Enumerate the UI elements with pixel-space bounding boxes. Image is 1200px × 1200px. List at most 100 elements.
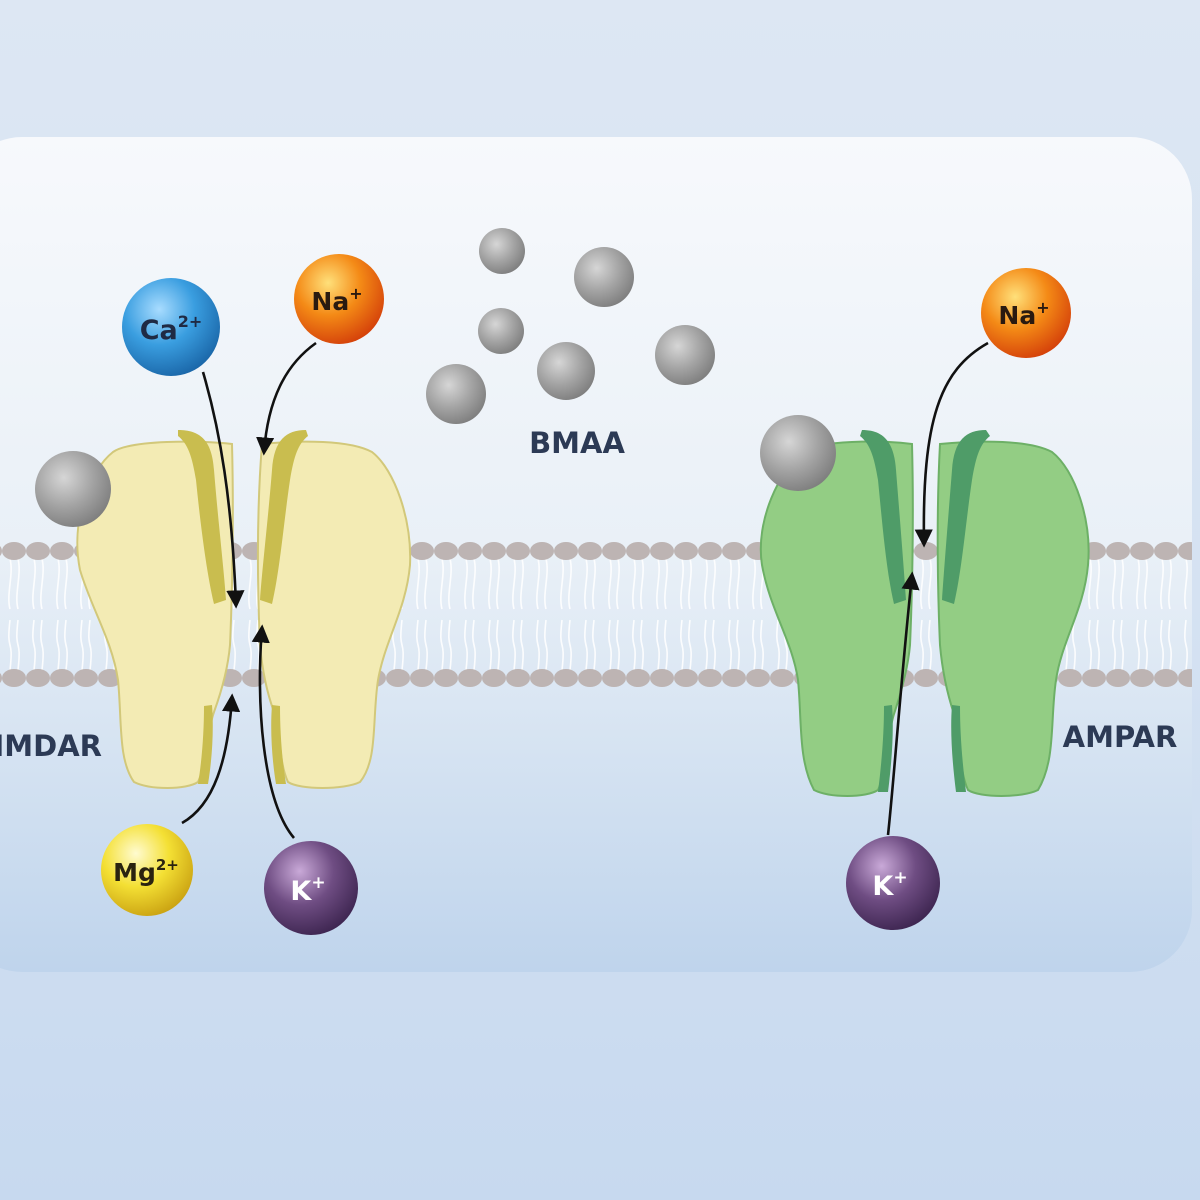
lipid-tail	[32, 619, 36, 671]
arrow-k-out-ampar	[886, 571, 920, 836]
lipid-head	[602, 669, 626, 687]
bmaa-label: BMAA	[529, 426, 625, 460]
lipid-tail	[640, 558, 644, 610]
nmdar-lower-stripe-right	[271, 705, 286, 784]
lipid-tail	[1160, 619, 1164, 671]
lipid-tail	[248, 619, 252, 671]
ion-charge: 2+	[156, 856, 179, 874]
lipid-head	[74, 669, 98, 687]
lipid-tail	[568, 619, 572, 671]
lipid-tail	[488, 619, 492, 671]
lipid-tail	[32, 558, 36, 610]
ampar-pore-stripe-left	[860, 430, 906, 604]
lipid-head	[410, 542, 434, 560]
lipid-tail	[664, 619, 668, 671]
lipid-head	[1178, 669, 1192, 687]
lipid-tail	[688, 619, 692, 671]
ion-mg-nmdar: Mg2+	[101, 824, 193, 916]
lipid-tail	[680, 558, 684, 610]
lipid-tail	[656, 619, 660, 671]
lipid-head	[458, 669, 482, 687]
ampar-pore-stripe-right	[942, 430, 990, 604]
ion-charge: +	[311, 873, 325, 893]
lipid-head	[482, 669, 506, 687]
lipid-tail	[712, 558, 716, 610]
lipid-head	[434, 669, 458, 687]
lipid-tail	[568, 558, 572, 610]
lipid-head	[770, 669, 794, 687]
lipid-tail	[1160, 558, 1164, 610]
lipid-tail	[472, 558, 476, 610]
arrow-mg-into-nmdar	[181, 693, 241, 825]
lipid-tail	[88, 619, 92, 671]
lipid-head	[1154, 542, 1178, 560]
lipid-tail	[1184, 558, 1188, 610]
lipid-tail	[1193, 559, 1195, 609]
lipid-tail	[616, 619, 620, 671]
lipid-tail	[920, 558, 924, 610]
lipid-tail	[592, 558, 596, 610]
ion-ca-nmdar: Ca2+	[122, 278, 220, 376]
ion-charge: +	[1036, 298, 1049, 317]
lipid-tail	[400, 619, 404, 671]
lipid-tail	[760, 619, 764, 671]
lipid-tail	[56, 558, 60, 610]
lipid-head	[626, 542, 650, 560]
lipid-tail	[584, 558, 588, 610]
bmaa-molecule	[574, 247, 634, 307]
lipid-head	[26, 669, 50, 687]
lipid-head	[626, 669, 650, 687]
ion-symbol: Na	[998, 301, 1036, 330]
lipid-tail	[1144, 558, 1148, 610]
lipid-tail	[920, 619, 924, 671]
lipid-tail	[688, 558, 692, 610]
lipid-tail	[40, 619, 44, 671]
k-ion-icon	[846, 836, 940, 930]
nmdar-pore-stripe-right	[260, 430, 308, 604]
lipid-head	[722, 669, 746, 687]
lipid-tail	[584, 619, 588, 671]
nmdar-lower-stripe-left	[198, 705, 213, 784]
lipid-tail	[1072, 619, 1076, 671]
lipid-head	[1130, 542, 1154, 560]
lipid-tail	[608, 558, 612, 610]
lipid-tail	[928, 619, 932, 671]
lipid-tail	[416, 558, 420, 610]
lipid-tail	[1136, 558, 1140, 610]
lipid-head	[914, 669, 938, 687]
lipid-head	[530, 669, 554, 687]
lipid-tail	[1096, 558, 1100, 610]
bmaa-molecule	[479, 228, 525, 274]
lipid-head	[674, 669, 698, 687]
lipid-tail	[632, 558, 636, 610]
ampar-right-subunit	[936, 440, 1090, 797]
lipid-tail	[536, 558, 540, 610]
k-ion-icon	[264, 841, 358, 935]
lipid-tail	[736, 558, 740, 610]
lipid-tail	[704, 619, 708, 671]
lipid-tail	[592, 619, 596, 671]
lipid-head	[1178, 542, 1192, 560]
lipid-head	[1106, 669, 1130, 687]
lipid-tail	[496, 619, 500, 671]
lipid-head	[530, 542, 554, 560]
lipid-tail	[424, 619, 428, 671]
lipid-tail	[544, 558, 548, 610]
lipid-tail	[8, 619, 12, 671]
lipid-head	[554, 669, 578, 687]
lipid-tail	[496, 558, 500, 610]
ampar-receptor	[759, 430, 1090, 797]
svg-text:K+: K+	[872, 868, 907, 902]
lipid-tail	[16, 619, 20, 671]
lipid-head	[698, 542, 722, 560]
svg-text:Na+: Na+	[998, 298, 1049, 330]
lipid-tail	[248, 558, 252, 610]
bmaa-bound-ampar	[760, 415, 836, 491]
lipid-tail	[640, 619, 644, 671]
ion-charge: 2+	[178, 312, 203, 331]
lipid-tail	[728, 558, 732, 610]
lipid-tail	[1096, 619, 1100, 671]
lipid-tail	[1112, 619, 1116, 671]
lipid-tail	[1088, 558, 1092, 610]
ion-symbol: K	[872, 871, 894, 902]
